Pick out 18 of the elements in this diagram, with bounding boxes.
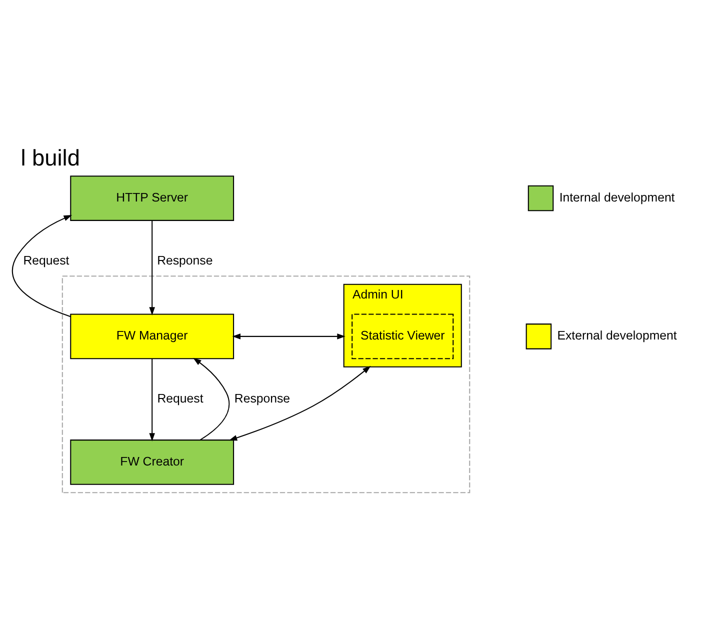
edge-label: Response	[234, 392, 290, 406]
node-box: FW Manager	[70, 314, 234, 360]
legend-label: External development	[557, 328, 677, 343]
arrow	[149, 358, 155, 442]
diagram-title: l build	[20, 144, 80, 170]
edge-label: Request	[157, 392, 204, 406]
arrow	[193, 358, 230, 440]
cluster	[62, 276, 470, 494]
arrow	[149, 220, 155, 316]
arrow	[12, 215, 72, 318]
legend-label: Internal development	[559, 190, 675, 204]
node-box: FW Creator	[70, 440, 234, 485]
edge-label: Response	[157, 253, 213, 268]
node-box: Statistic Viewer	[352, 314, 454, 360]
edge-label: Request	[23, 253, 70, 268]
arrow	[228, 366, 371, 441]
node-box: HTTP Server	[70, 176, 234, 221]
arrow	[232, 334, 346, 340]
